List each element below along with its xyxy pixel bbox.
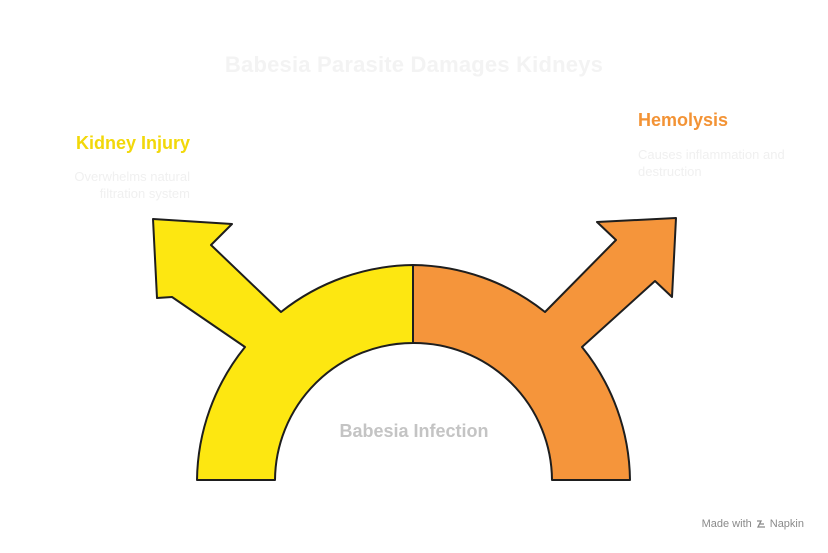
kidney-injury-title: Kidney Injury [75, 133, 190, 153]
diagram-title: Babesia Parasite Damages Kidneys [224, 52, 604, 77]
kidney-injury-arrow [152, 218, 414, 481]
hemolysis-arrow [412, 217, 677, 481]
made-with-label: Made with [701, 518, 752, 530]
kidney-injury-description: Overwhelms natural filtration system [74, 169, 190, 201]
napkin-logo-icon [756, 520, 765, 528]
napkin-brand-label: Napkin [769, 518, 804, 530]
babesia-infection-label: Babesia Infection [339, 421, 489, 441]
hemolysis-description: Causes inflammation and destruction [638, 147, 785, 179]
hemolysis-title: Hemolysis [638, 110, 729, 130]
made-with-napkin-badge[interactable]: Made with Napkin [702, 518, 804, 530]
